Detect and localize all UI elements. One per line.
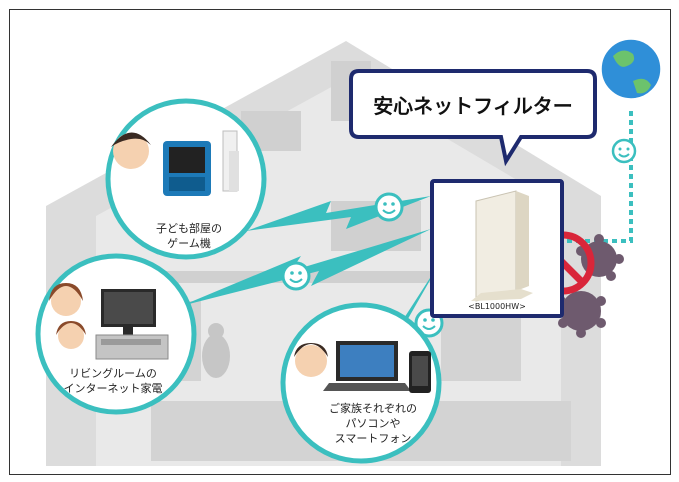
- living-label-line2: インターネット家電: [64, 381, 163, 395]
- callout-title: 安心ネットフィルター: [373, 94, 573, 118]
- game-console-icon: [163, 130, 239, 196]
- family-label-line3: スマートフォン: [335, 432, 412, 445]
- router-panel: <BL1000HW>: [430, 179, 564, 318]
- router-icon: [471, 190, 533, 302]
- tv-icon: [95, 289, 169, 360]
- illustration-frame: 安心ネットフィルター <BL1000HW> 子ども部屋の ゲーム機: [9, 9, 671, 475]
- smartphone-icon: [409, 351, 431, 393]
- device-circle-living: リビングルームの インターネット家電: [35, 253, 197, 415]
- internet-connection-line: [531, 111, 633, 243]
- family-label-line2: パソコンや: [346, 417, 401, 430]
- smiley-icon: [611, 138, 637, 164]
- game-label-line2: ゲーム機: [167, 236, 211, 250]
- globe-icon: [600, 38, 662, 100]
- smiley-icon: [374, 192, 404, 222]
- smiley-icon: [281, 261, 311, 291]
- router-model-label: <BL1000HW>: [468, 302, 526, 311]
- callout-bubble: 安心ネットフィルター: [349, 69, 597, 167]
- device-circle-game: 子ども部屋の ゲーム機: [105, 98, 267, 260]
- network-illustration: 安心ネットフィルター <BL1000HW> 子ども部屋の ゲーム機: [35, 38, 662, 466]
- living-label-line1: リビングルームの: [69, 366, 157, 380]
- laptop-icon: [323, 341, 411, 391]
- game-label-line1: 子ども部屋の: [156, 221, 222, 235]
- family-label-line1: ご家族それぞれの: [329, 401, 417, 415]
- device-circle-family: ご家族それぞれの パソコンや スマートフォン: [280, 302, 442, 464]
